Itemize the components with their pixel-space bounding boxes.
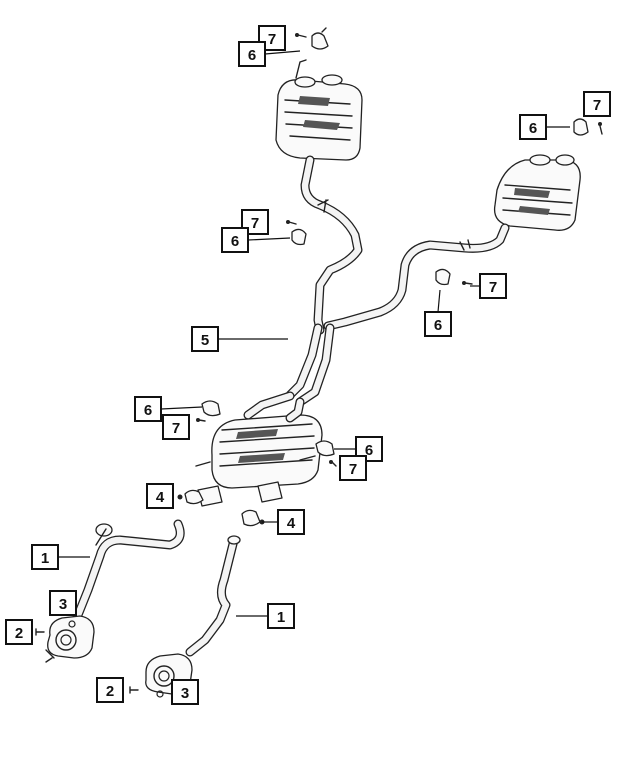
gasket-right bbox=[156, 690, 164, 698]
bolt-mid-left bbox=[286, 220, 297, 225]
callout-label: 3 bbox=[181, 685, 189, 702]
callout-label: 6 bbox=[529, 120, 537, 137]
stud-left bbox=[35, 628, 45, 636]
callout-6-top: 6 bbox=[238, 41, 301, 67]
callout-label: 7 bbox=[268, 31, 276, 48]
bolt-resonator-right bbox=[329, 460, 337, 467]
callout-7-right-top: 7 bbox=[583, 91, 611, 117]
bolt-mid-right bbox=[462, 281, 473, 285]
bolt-resonator-left bbox=[196, 418, 206, 422]
callout-7-mid-right: 7 bbox=[470, 273, 507, 299]
callout-label: 6 bbox=[365, 442, 373, 459]
callout-3-right: 3 bbox=[171, 679, 199, 705]
callout-7-resonator-right: 7 bbox=[339, 455, 367, 481]
catalytic-converter-left bbox=[45, 615, 95, 663]
callout-label: 7 bbox=[251, 215, 259, 232]
callout-6-resonator-left: 6 bbox=[134, 396, 203, 422]
hanger-isolator-mid-right bbox=[435, 268, 451, 286]
rear-muffler-left bbox=[275, 59, 363, 161]
callout-6-mid-right: 6 bbox=[424, 289, 452, 337]
callout-label: 3 bbox=[59, 596, 67, 613]
hanger-isolator-resonator-right bbox=[315, 440, 335, 457]
front-pipe-right bbox=[185, 535, 241, 657]
callout-label: 7 bbox=[593, 97, 601, 114]
hanger-isolator-mid-left bbox=[291, 228, 307, 246]
intermediate-pipe bbox=[285, 155, 510, 407]
callout-3-left: 3 bbox=[49, 590, 77, 616]
callout-1-right: 1 bbox=[236, 603, 295, 629]
callout-6-right-top: 6 bbox=[519, 114, 570, 140]
bolt-right-top bbox=[598, 122, 603, 135]
resonator-assembly bbox=[195, 391, 323, 507]
callout-label: 7 bbox=[172, 420, 180, 437]
callout-label: 6 bbox=[248, 47, 256, 64]
callout-7-mid-left: 7 bbox=[241, 209, 269, 235]
callout-label: 4 bbox=[156, 489, 165, 506]
callout-label: 7 bbox=[489, 279, 497, 296]
callout-4-left: 4 bbox=[146, 483, 174, 509]
bolt-top bbox=[295, 33, 307, 38]
hanger-isolator-resonator-left bbox=[201, 400, 221, 417]
callout-label: 5 bbox=[201, 332, 209, 349]
callout-2-left: 2 bbox=[5, 619, 33, 645]
callout-label: 2 bbox=[106, 683, 114, 700]
callout-label: 7 bbox=[349, 461, 357, 478]
callout-7-resonator-left: 7 bbox=[162, 414, 190, 440]
callout-5: 5 bbox=[191, 326, 288, 352]
gasket-left bbox=[68, 620, 76, 628]
callout-label: 6 bbox=[231, 233, 239, 250]
callout-6-resonator-right: 6 bbox=[334, 436, 383, 462]
front-pipe-left bbox=[71, 519, 185, 625]
callout-1-left: 1 bbox=[31, 544, 90, 570]
callout-label: 2 bbox=[15, 625, 23, 642]
callout-7-top: 7 bbox=[258, 25, 286, 51]
callout-6-mid-left: 6 bbox=[221, 227, 291, 253]
callout-label: 1 bbox=[277, 609, 285, 626]
hanger-isolator-top bbox=[311, 27, 329, 50]
callout-label: 4 bbox=[287, 515, 296, 532]
callout-label: 6 bbox=[434, 317, 442, 334]
clamp-right bbox=[241, 509, 265, 527]
clamp-left bbox=[177, 489, 204, 505]
callout-label: 6 bbox=[144, 402, 152, 419]
callout-label: 1 bbox=[41, 550, 49, 567]
callout-4-right: 4 bbox=[262, 509, 305, 535]
stud-right bbox=[129, 686, 139, 694]
hanger-isolator-right-top bbox=[573, 118, 589, 136]
callout-2-right: 2 bbox=[96, 677, 124, 703]
rear-muffler-right bbox=[493, 154, 581, 231]
